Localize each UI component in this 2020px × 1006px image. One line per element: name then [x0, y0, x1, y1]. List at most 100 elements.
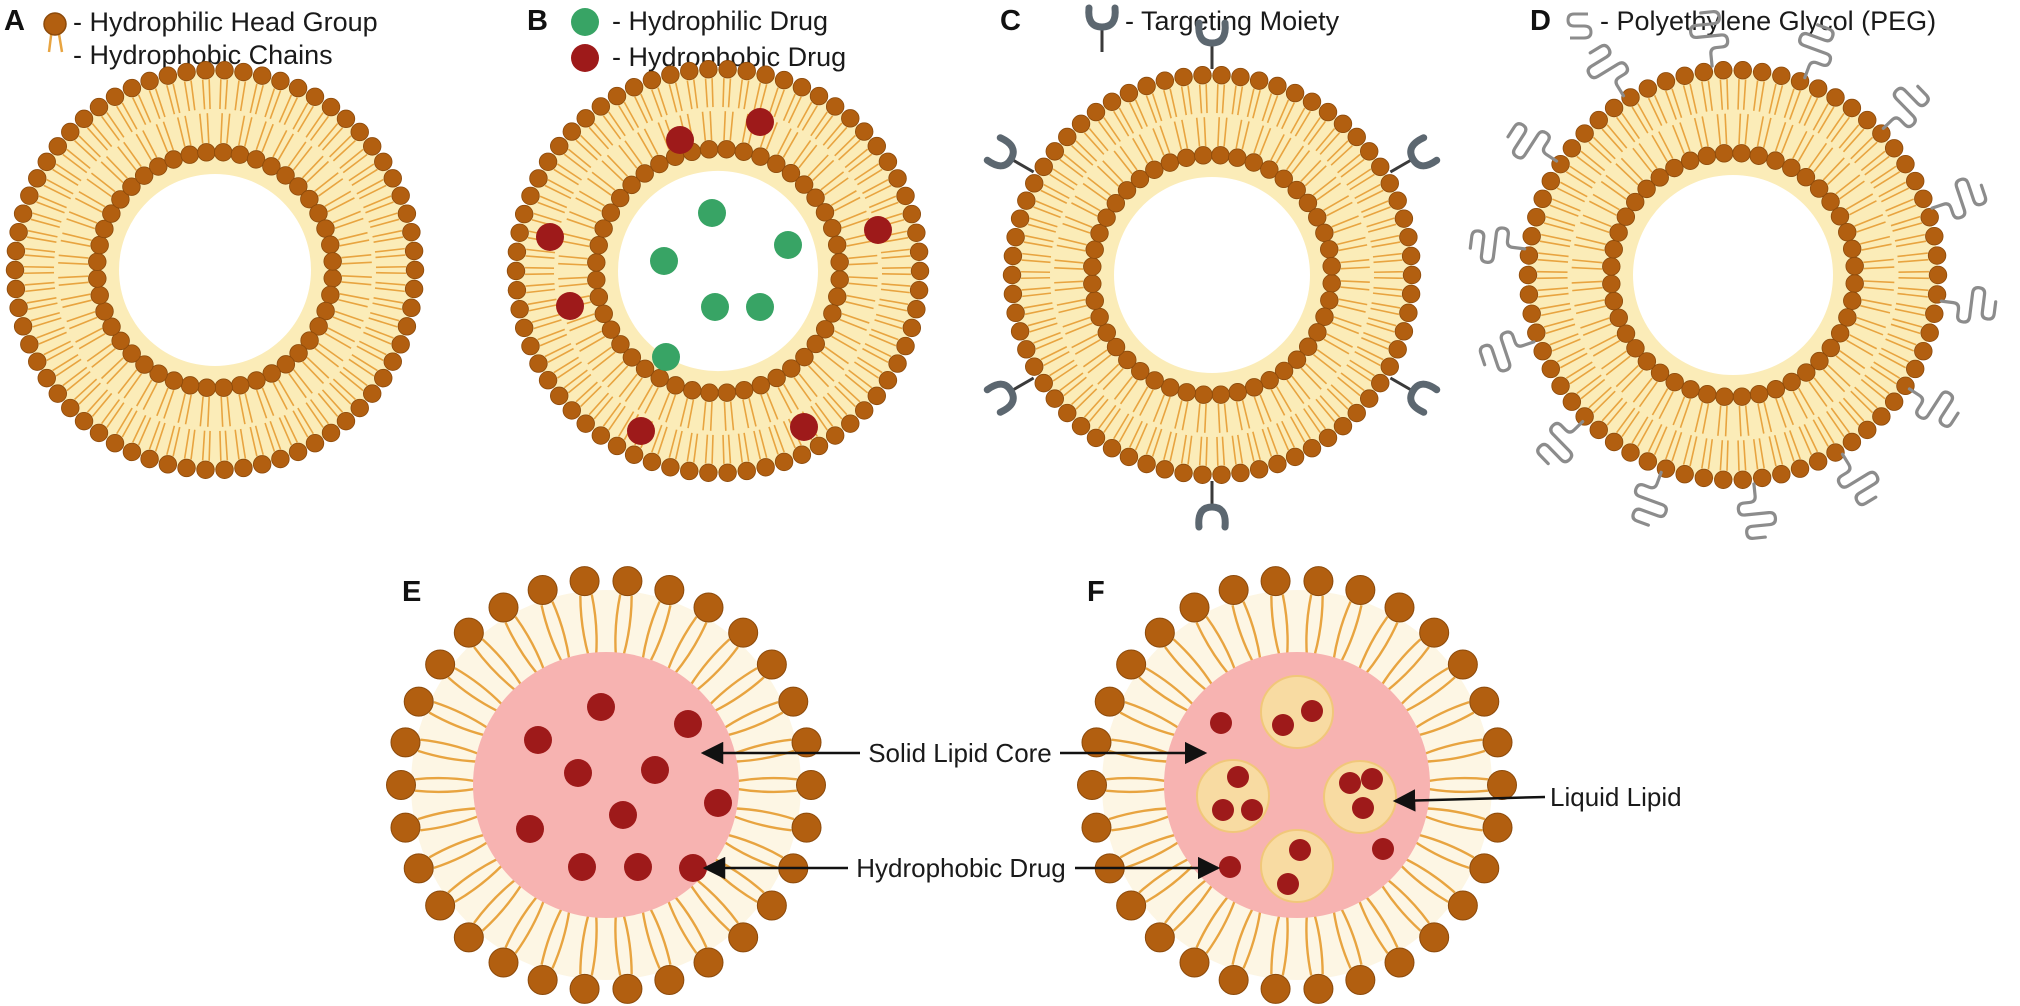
- hydrophobic-chain: [1861, 298, 1892, 307]
- hydrophobic-chain: [372, 302, 403, 311]
- hydrophobic-chain: [838, 381, 861, 403]
- hydrophilic-head: [1790, 459, 1810, 478]
- hydrophilic-head: [37, 368, 56, 388]
- hydrophobic-chain: [428, 711, 486, 737]
- hydrophobic-chain: [1860, 150, 1886, 172]
- hydrophobic-chain: [748, 398, 757, 427]
- hydrophobic-chain: [1083, 395, 1105, 418]
- hydrophobic-chain: [1827, 162, 1851, 186]
- hydrophobic-chain: [1606, 124, 1628, 149]
- hydrophobic-chain: [414, 787, 476, 794]
- hydrophobic-chain: [1605, 355, 1631, 376]
- hydrophilic-head: [823, 304, 842, 323]
- hydrophobic-drug: [864, 216, 892, 244]
- hydrophobic-chain: [414, 776, 476, 783]
- hydrophobic-chain: [1187, 85, 1193, 115]
- hydrophobic-chain: [86, 127, 109, 151]
- hydrophilic-head: [1920, 323, 1939, 342]
- hydrophobic-chain: [26, 236, 57, 244]
- hydrophobic-chain: [1056, 244, 1086, 252]
- hydrophobic-chain: [580, 134, 602, 157]
- targeting-moiety: [1389, 376, 1441, 416]
- hydrophobic-chain: [1682, 434, 1693, 465]
- hydrophilic-head: [74, 411, 94, 431]
- hydrophobic-chain: [58, 275, 89, 279]
- hydrophobic-chain: [807, 365, 830, 388]
- hydrophilic-head: [276, 355, 296, 374]
- hydrophobic-chain: [46, 345, 74, 362]
- hydrophobic-chain: [1898, 270, 1929, 273]
- hydrophobic-chain: [1647, 424, 1663, 453]
- hydrophilic-head: [1838, 308, 1857, 327]
- hydrophobic-chain: [293, 369, 313, 394]
- hydrophobic-chain: [1541, 308, 1572, 317]
- hydrophilic-head: [507, 242, 527, 261]
- hydrophilic-head: [1925, 227, 1944, 246]
- hydrophobic-chain: [1027, 223, 1057, 233]
- hydrophobic-chain: [558, 282, 588, 288]
- hydrophilic-head: [624, 78, 644, 97]
- hydrophilic-head: [529, 354, 548, 373]
- hydrophilic-head: [806, 188, 825, 207]
- hydrophobic-chain: [1592, 136, 1616, 160]
- hydrophobic-chain: [1592, 193, 1620, 211]
- hydrophilic-head: [576, 109, 595, 128]
- hydrophilic-head: [288, 78, 308, 98]
- hydrophobic-chain: [156, 387, 169, 417]
- hydrophobic-chain: [563, 153, 588, 173]
- hydrophobic-chain: [1545, 323, 1576, 335]
- hydrophilic-head: [1541, 171, 1560, 191]
- hydrophobic-chain: [1826, 410, 1845, 438]
- hydrophilic-head: [323, 269, 342, 288]
- hydrophobic-chain: [579, 914, 590, 975]
- hydrophobic-drug: [516, 815, 544, 843]
- hydrophobic-chain: [880, 248, 910, 254]
- hydrophilic-head: [215, 61, 234, 80]
- hydrophilic-head: [289, 344, 308, 363]
- hydrophilic-head: [828, 287, 847, 306]
- hydrophobic-chain: [1087, 354, 1112, 374]
- hydrophobic-chain: [1543, 318, 1574, 328]
- hydrophilic-head: [262, 364, 281, 383]
- hydrophobic-chain: [302, 361, 325, 385]
- hydrophobic-chain: [1286, 379, 1305, 405]
- hydrophobic-chain: [317, 178, 344, 197]
- hydrophobic-chain: [1338, 244, 1368, 252]
- hydrophobic-chain: [339, 239, 370, 247]
- hydrophobic-chain: [558, 276, 588, 280]
- hydrophilic-head: [827, 235, 847, 255]
- hydrophobic-chain: [1835, 174, 1861, 195]
- hydrophilic-head: [1519, 285, 1539, 304]
- hydrophilic-head: [336, 109, 356, 129]
- hydrophobic-chain: [556, 163, 583, 181]
- hydrophobic-chain: [641, 601, 661, 660]
- hydrophobic-chain: [1798, 387, 1815, 416]
- hydrophilic-head: [737, 61, 756, 81]
- hydrophilic-head: [6, 241, 26, 261]
- hydrophobic-chain: [1363, 206, 1391, 219]
- hydrophobic-chain: [768, 87, 779, 116]
- hydrophilic-head: [1766, 380, 1786, 399]
- hydrophilic-head: [792, 78, 812, 97]
- hydrophilic-head: [1086, 102, 1106, 122]
- peg-chain: [1836, 452, 1880, 507]
- hydrophobic-chain: [1252, 431, 1261, 461]
- hydrophilic-head: [1884, 139, 1904, 158]
- hydrophilic-head: [1384, 592, 1415, 623]
- hydrophilic-head: [1058, 127, 1077, 147]
- hydrophobic-chain: [1580, 221, 1610, 234]
- hydrophobic-chain: [1404, 857, 1456, 894]
- hydrophobic-chain: [1571, 266, 1603, 270]
- hydrophilic-head: [1287, 180, 1306, 200]
- hydrophobic-chain: [1043, 183, 1070, 200]
- hydrophobic-chain: [341, 254, 372, 259]
- hydrophobic-chain: [1216, 84, 1219, 114]
- panel-e: E: [386, 566, 826, 1004]
- hydrophilic-head: [1604, 240, 1623, 259]
- hydrophobic-chain: [579, 336, 606, 352]
- hydrophobic-chain: [55, 358, 82, 377]
- hydrophobic-chain: [1580, 378, 1606, 400]
- hydrophobic-chain: [1366, 217, 1395, 228]
- hydrophobic-chain: [1332, 601, 1352, 660]
- hydrophobic-chain: [1878, 181, 1907, 198]
